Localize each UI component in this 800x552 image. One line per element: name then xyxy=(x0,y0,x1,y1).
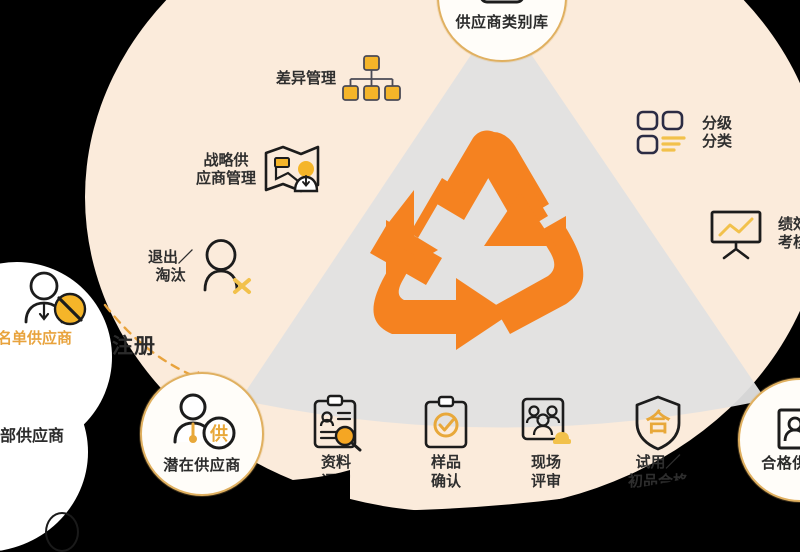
document-review-icon xyxy=(290,394,382,452)
onsite-audit-icon xyxy=(500,396,592,450)
qualified-supplier-icon xyxy=(777,408,800,450)
feature-performance-label: 绩效 考核 xyxy=(778,216,800,251)
node-potential-label: 潜在供应商 xyxy=(163,457,241,474)
feature-variance-management[interactable]: 差异管理 xyxy=(276,55,401,103)
external-supplier-label: 外部供应商 xyxy=(0,428,65,445)
feature-grade-label: 分级 分类 xyxy=(702,115,733,150)
register-label: 注册 xyxy=(112,334,156,358)
grade-category-icon xyxy=(636,110,688,156)
feature-performance-review[interactable]: 绩效 考核 xyxy=(708,208,800,260)
recycle-arrows-icon xyxy=(352,128,602,358)
feature-variance-label: 差异管理 xyxy=(276,70,337,87)
feature-strategic-label: 战略供 应商管理 xyxy=(196,152,257,187)
strategy-map-icon xyxy=(262,143,324,197)
node-qualified-label: 合格供应商 xyxy=(761,455,800,472)
sample-confirm-icon xyxy=(400,395,492,450)
feature-grade-classification[interactable]: 分级 分类 xyxy=(636,110,732,156)
category-library-icon xyxy=(478,0,526,5)
trial-badge-text: 合 xyxy=(645,408,671,437)
node-potential-supplier[interactable]: 供 潜在供应商 xyxy=(140,372,264,496)
feature-strategic-supplier-management[interactable]: 战略供 应商管理 xyxy=(196,143,324,197)
potential-supplier-badge: 供 xyxy=(209,423,228,444)
potential-supplier-icon: 供 xyxy=(166,393,238,450)
feature-exit-label: 退出／ 淘汰 xyxy=(148,249,194,284)
node-category-label: 供应商类别库 xyxy=(455,14,549,31)
blacklist-supplier-label: 黑名单供应商 xyxy=(0,331,73,347)
feature-exit-elimination[interactable]: 退出／ 淘汰 xyxy=(148,239,252,294)
blacklist-supplier-icon xyxy=(18,271,90,334)
user-remove-icon xyxy=(199,239,252,294)
org-tree-icon xyxy=(342,55,401,103)
performance-chart-icon xyxy=(708,208,764,260)
trial-qualified-icon: 合 xyxy=(612,395,704,451)
